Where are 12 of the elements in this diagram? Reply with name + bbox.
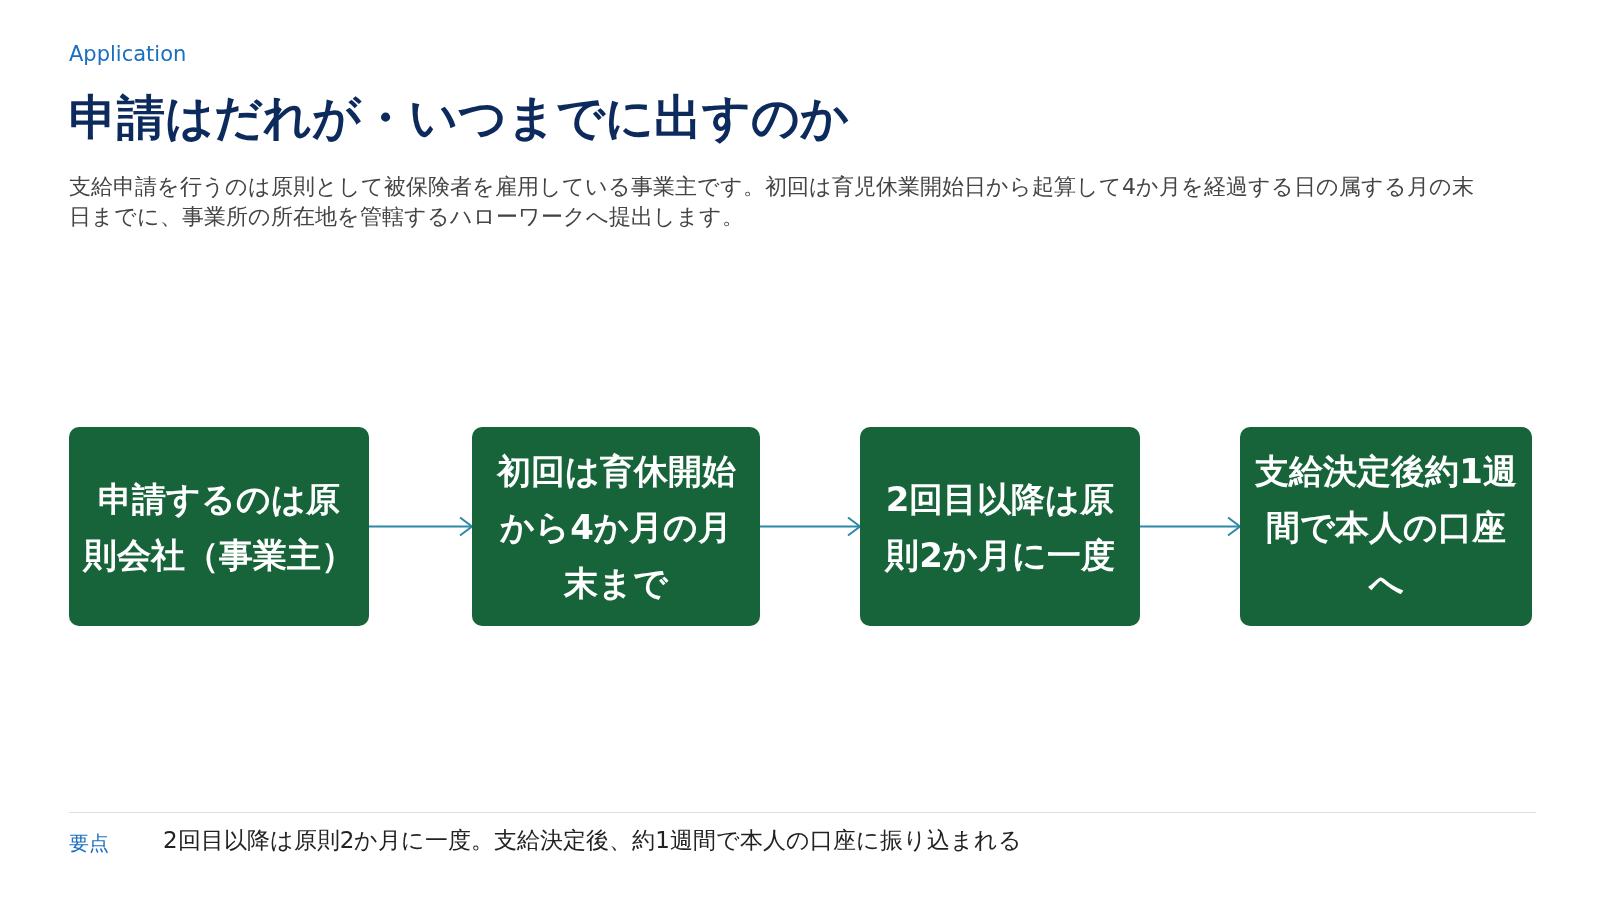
page-title: 申請はだれが・いつまでに出すのか bbox=[69, 88, 849, 147]
intro-paragraph: 支給申請を行うのは原則として被保険者を雇用している事業主です。初回は育児休業開始日から起算して4か月を経過する日の属する月の末日までに、事業所の所在地を管轄するハローワークへ提出します。 bbox=[69, 173, 1475, 231]
section-tag: Application bbox=[69, 42, 187, 66]
arrow bbox=[368, 516, 473, 537]
summary-heading: 要点 bbox=[69, 830, 109, 857]
arrow bbox=[759, 516, 861, 537]
step-box: 支給決定後約1週間で本人の口座へ bbox=[1240, 427, 1532, 626]
arrow bbox=[1139, 516, 1241, 537]
summary-text: 2回目以降は原則2か月に一度。支給決定後、約1週間で本人の口座に振り込まれる bbox=[163, 826, 1022, 855]
step-box: 初回は育休開始から4か月の月末まで bbox=[472, 427, 760, 626]
step-box: 2回目以降は原則2か月に一度 bbox=[860, 427, 1140, 626]
step-box: 申請するのは原則会社（事業主） bbox=[69, 427, 369, 626]
